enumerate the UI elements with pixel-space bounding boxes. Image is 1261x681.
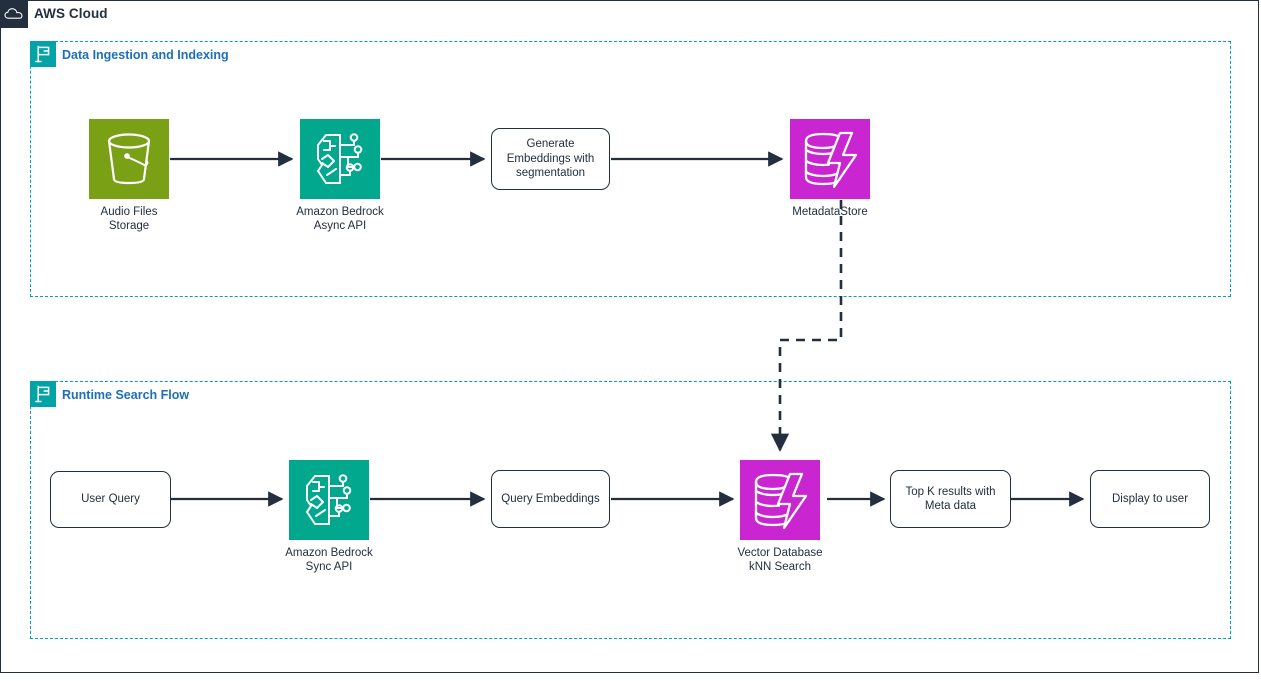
group-title-runtime-search: Runtime Search Flow — [62, 388, 190, 402]
database-lightning-icon — [740, 460, 820, 540]
node-audio-files-storage[interactable]: Audio Files Storage — [89, 119, 169, 232]
database-lightning-icon — [790, 119, 870, 199]
group-data-ingestion-and-indexing — [30, 41, 1231, 297]
group-title-data-ingestion: Data Ingestion and Indexing — [62, 48, 229, 62]
node-vector-database[interactable]: Vector Database kNN Search — [737, 460, 823, 573]
label-amazon-bedrock-sync-api: Amazon Bedrock Sync API — [285, 546, 373, 574]
flag-icon-runtime — [30, 381, 56, 407]
s3-bucket-icon — [89, 119, 169, 199]
bedrock-async-line1: Amazon Bedrock — [296, 206, 384, 218]
aws-cloud-title: AWS Cloud — [34, 6, 108, 21]
node-query-embeddings[interactable]: Query Embeddings — [491, 470, 610, 528]
node-amazon-bedrock-async-api[interactable]: Amazon Bedrock Async API — [296, 119, 384, 232]
bedrock-sync-line1: Amazon Bedrock — [285, 547, 373, 559]
amazon-bedrock-brain-icon — [300, 119, 380, 199]
node-amazon-bedrock-sync-api[interactable]: Amazon Bedrock Sync API — [285, 460, 373, 573]
audio-storage-line2: Storage — [108, 220, 150, 232]
node-generate-embeddings[interactable]: Generate Embeddings with segmentation — [491, 128, 610, 190]
vector-db-line2: kNN Search — [749, 561, 811, 573]
label-audio-files-storage: Audio Files Storage — [101, 205, 158, 233]
bedrock-sync-line2: Sync API — [305, 561, 353, 573]
amazon-bedrock-brain-icon — [289, 460, 369, 540]
audio-storage-line1: Audio Files — [100, 206, 158, 218]
label-metadata-store: MetadataStore — [792, 206, 868, 218]
node-metadata-store[interactable]: MetadataStore — [790, 119, 870, 218]
group-runtime-search-flow — [30, 381, 1231, 639]
aws-cloud-icon — [0, 0, 28, 28]
bedrock-async-line2: Async API — [313, 220, 367, 232]
label-amazon-bedrock-async-api: Amazon Bedrock Async API — [296, 205, 384, 233]
label-vector-database: Vector Database kNN Search — [737, 546, 822, 574]
node-user-query[interactable]: User Query — [50, 471, 171, 528]
vector-db-line1: Vector Database — [737, 547, 823, 559]
flag-icon-ingestion — [30, 41, 56, 67]
node-top-k-results[interactable]: Top K results with Meta data — [890, 470, 1011, 528]
node-display-to-user[interactable]: Display to user — [1090, 470, 1210, 528]
